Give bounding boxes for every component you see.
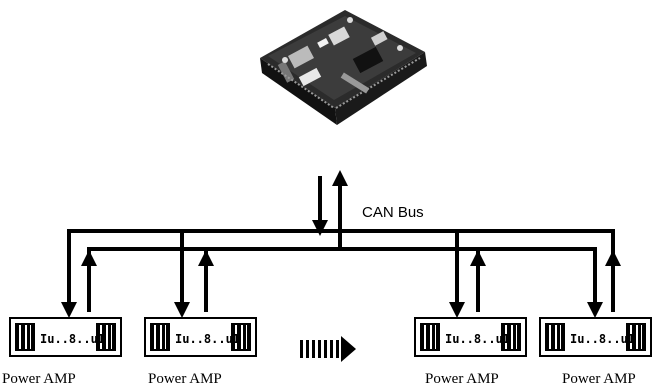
svg-text:Iu..8..uI: Iu..8..uI <box>445 332 510 346</box>
amplifier-2: Iu..8..uI Power AMP <box>144 317 257 385</box>
amplifier-1: Iu..8..uI Power AMP <box>2 317 122 385</box>
can-bus-line-inner <box>87 247 597 270</box>
amplifier-label: Power AMP <box>562 371 636 385</box>
svg-text:Iu..8..uI: Iu..8..uI <box>40 332 105 346</box>
svg-text:Iu..8..uI: Iu..8..uI <box>175 332 240 346</box>
svg-text:Iu..8..uI: Iu..8..uI <box>570 332 635 346</box>
amplifier-label: Power AMP <box>148 371 222 385</box>
circuit-board-icon <box>260 10 427 125</box>
power-amplifier-icon: Iu..8..uI <box>9 317 122 357</box>
amplifier-label: Power AMP <box>425 371 499 385</box>
striped-right-arrow-icon <box>300 336 356 362</box>
amplifier-4: Iu..8..uI Power AMP <box>539 317 652 385</box>
down-arrows <box>61 262 603 318</box>
amplifier-3: Iu..8..uI Power AMP <box>414 317 527 385</box>
power-amplifier-icon: Iu..8..uI <box>414 317 527 357</box>
up-arrows <box>81 250 621 312</box>
power-amplifier-icon: Iu..8..uI <box>144 317 257 357</box>
amplifier-label: Power AMP <box>2 371 76 385</box>
can-bus-label: CAN Bus <box>362 204 424 221</box>
controller-arrows <box>312 170 348 249</box>
power-amplifier-icon: Iu..8..uI <box>539 317 652 357</box>
